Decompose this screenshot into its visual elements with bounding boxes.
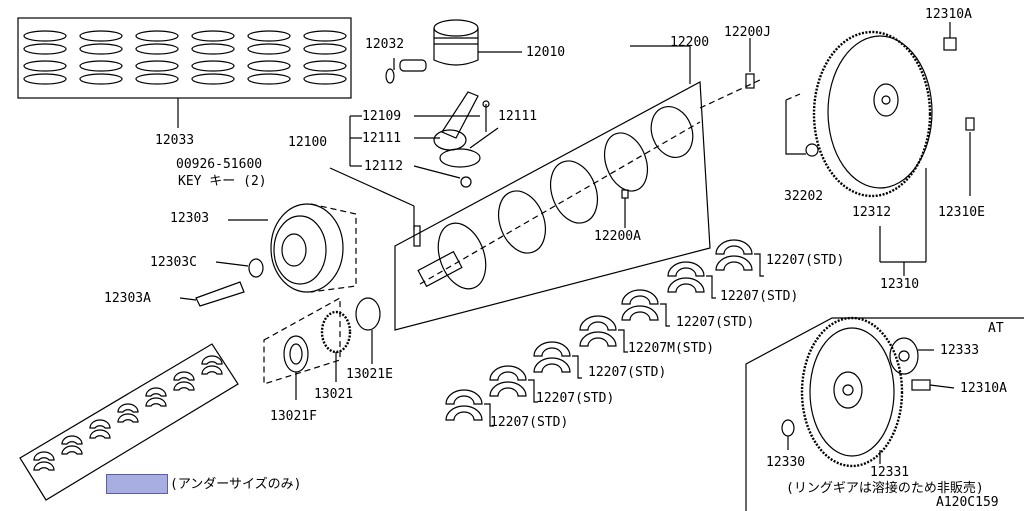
sprocket-illustration <box>263 296 381 400</box>
undersize-bearing <box>33 451 55 461</box>
key-label: KEY キー (2) <box>178 174 267 189</box>
piston-ring <box>135 60 179 72</box>
main-bearing-pair <box>621 289 670 327</box>
undersize-bearing <box>173 381 195 391</box>
part-label-12207-4: 12207(STD) <box>588 365 667 380</box>
part-label-12109: 12109 <box>362 109 402 124</box>
undersize-bearing <box>201 355 223 365</box>
part-label-12100: 12100 <box>288 135 328 150</box>
piston-ring <box>303 73 347 85</box>
part-label-32202: 32202 <box>784 189 824 204</box>
piston-ring <box>191 60 235 72</box>
piston-ring <box>247 73 291 85</box>
part-label-12333: 12333 <box>940 343 980 358</box>
part-label-00926-51600: 00926-51600 <box>176 157 263 172</box>
at-section-label: AT <box>988 321 1004 336</box>
piston-ring <box>23 30 67 42</box>
undersize-bearing <box>61 445 83 455</box>
main-bearing-pair <box>533 341 582 379</box>
part-label-12310e: 12310E <box>938 205 985 220</box>
part-label-12207-3: 12207(STD) <box>676 315 755 330</box>
part-label-12207-5: 12207(STD) <box>536 391 615 406</box>
piston-ring <box>247 30 291 42</box>
piston-ring <box>191 43 235 55</box>
piston-ring <box>23 60 67 72</box>
part-label-12310a-bottom: 12310A <box>960 381 1007 396</box>
piston-ring <box>191 30 235 42</box>
flywheel-illustration <box>785 22 975 276</box>
part-label-12207m: 12207M(STD) <box>628 341 715 356</box>
part-label-12207-1: 12207(STD) <box>766 253 845 268</box>
part-label-12310a-top: 12310A <box>925 7 972 22</box>
undersize-bearing <box>145 397 167 407</box>
part-label-12111-a: 12111 <box>498 109 538 124</box>
piston-rings-box <box>17 17 352 128</box>
undersize-bearing <box>33 461 55 471</box>
part-label-12200a: 12200A <box>594 229 641 244</box>
undersize-bearing <box>89 419 111 429</box>
piston-ring <box>135 43 179 55</box>
piston-ring <box>79 43 123 55</box>
part-label-12200j: 12200J <box>724 25 771 40</box>
part-label-12033: 12033 <box>155 133 195 148</box>
undersize-highlight-box <box>106 474 168 494</box>
undersize-bearing <box>201 365 223 375</box>
ring-gear-note: (リングギアは溶接のため非販売) <box>786 481 984 496</box>
piston-ring <box>79 30 123 42</box>
undersize-bearing <box>117 403 139 413</box>
main-bearing-pair <box>715 239 764 277</box>
undersize-note: (アンダーサイズのみ) <box>170 477 302 492</box>
part-label-13021e: 13021E <box>346 367 393 382</box>
piston-ring <box>79 60 123 72</box>
piston-ring <box>23 73 67 85</box>
undersize-bearing <box>173 371 195 381</box>
piston-illustration <box>385 19 522 84</box>
part-label-12032: 12032 <box>365 37 405 52</box>
at-section <box>745 316 1024 511</box>
main-bearings-illustration <box>445 239 764 427</box>
piston-ring <box>191 73 235 85</box>
part-label-12303a: 12303A <box>104 291 151 306</box>
part-label-12303: 12303 <box>170 211 210 226</box>
piston-ring <box>23 43 67 55</box>
part-label-12207-2: 12207(STD) <box>720 289 799 304</box>
part-label-12112: 12112 <box>364 159 404 174</box>
undersize-bearing <box>117 413 139 423</box>
pulley-illustration <box>179 167 421 307</box>
part-label-12207-6: 12207(STD) <box>490 415 569 430</box>
crankshaft-illustration <box>394 38 761 331</box>
part-label-13021: 13021 <box>314 387 354 402</box>
piston-ring <box>303 43 347 55</box>
undersize-bearing <box>145 387 167 397</box>
main-bearing-pair <box>445 389 494 427</box>
part-label-12303c: 12303C <box>150 255 197 270</box>
part-label-12330: 12330 <box>766 455 806 470</box>
part-label-12200: 12200 <box>670 35 710 50</box>
piston-ring <box>247 60 291 72</box>
piston-ring <box>303 30 347 42</box>
part-label-13021f: 13021F <box>270 409 317 424</box>
part-label-12331: 12331 <box>870 465 910 480</box>
main-bearing-pair <box>489 365 538 403</box>
main-bearing-pair <box>667 261 716 299</box>
main-bearing-pair <box>579 315 628 353</box>
part-label-12111-b: 12111 <box>362 131 402 146</box>
part-label-12312: 12312 <box>852 205 892 220</box>
piston-ring <box>303 60 347 72</box>
piston-ring <box>135 30 179 42</box>
piston-ring <box>79 73 123 85</box>
part-label-12010: 12010 <box>526 45 566 60</box>
piston-ring <box>247 43 291 55</box>
undersize-bearing <box>89 429 111 439</box>
undersize-bearing <box>61 435 83 445</box>
piston-ring <box>135 73 179 85</box>
connecting-rod-illustration <box>349 91 499 188</box>
catalog-code: A120C159 <box>936 495 999 510</box>
part-label-12310: 12310 <box>880 277 920 292</box>
undersize-bearings-box <box>19 343 239 501</box>
